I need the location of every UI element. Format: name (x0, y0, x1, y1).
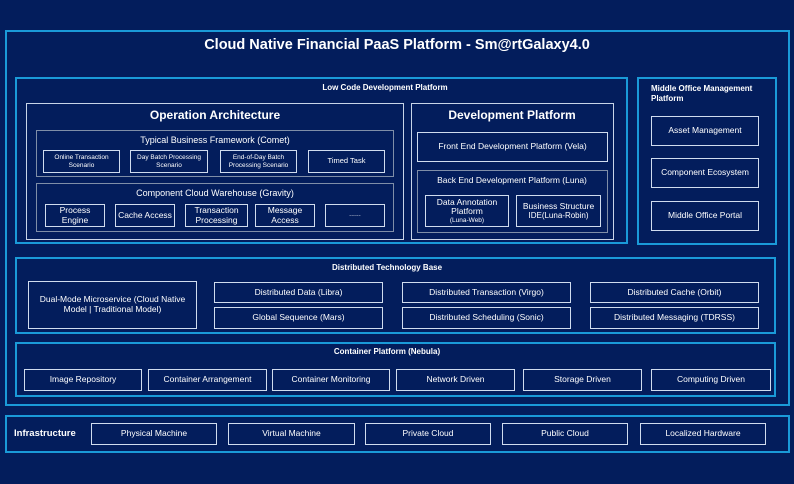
comet-item[interactable]: Online Transaction Scenario (43, 150, 120, 173)
development-title: Development Platform (448, 108, 576, 122)
gravity-item[interactable]: ...... (325, 204, 385, 227)
comet-item[interactable]: Day Batch Processing Scenario (130, 150, 208, 173)
container-item[interactable]: Container Arrangement (148, 369, 267, 391)
infrastructure-layer (5, 415, 790, 453)
gravity-item[interactable]: Cache Access (115, 204, 175, 227)
distributed-item[interactable]: Distributed Cache (Orbit) (590, 282, 759, 303)
luna-item-data-annotation[interactable]: Data Annotation Platform (Luna-Web) (425, 195, 509, 227)
gravity-item[interactable]: Process Engine (45, 204, 105, 227)
platform-frame (5, 30, 790, 406)
gravity-item[interactable]: Message Access (255, 204, 315, 227)
middle-office-platform (637, 77, 777, 245)
infrastructure-label: Infrastructure (14, 428, 76, 439)
infrastructure-item[interactable]: Localized Hardware (640, 423, 766, 445)
luna-item-business-structure[interactable]: Business Structure IDE(Luna-Robin) (516, 195, 601, 227)
infrastructure-item[interactable]: Public Cloud (502, 423, 628, 445)
container-item[interactable]: Computing Driven (651, 369, 771, 391)
container-item[interactable]: Storage Driven (523, 369, 642, 391)
luna-label: Back End Development Platform (Luna) (437, 175, 587, 185)
luna-item-sub: (Luna-Web) (449, 217, 485, 225)
vela-platform[interactable]: Front End Development Platform (Vela) (417, 132, 608, 162)
distributed-item[interactable]: Distributed Messaging (TDRSS) (590, 307, 759, 329)
container-item[interactable]: Image Repository (24, 369, 142, 391)
distributed-technology-base (15, 257, 776, 334)
middle-office-item[interactable]: Asset Management (651, 116, 759, 146)
low-code-platform (15, 77, 628, 244)
infrastructure-item[interactable]: Physical Machine (91, 423, 217, 445)
luna-item-name: Data Annotation Platform (436, 196, 498, 217)
gravity-label: Component Cloud Warehouse (Gravity) (136, 188, 294, 198)
infrastructure-item[interactable]: Virtual Machine (228, 423, 355, 445)
distributed-item[interactable]: Distributed Transaction (Virgo) (402, 282, 571, 303)
container-platform (15, 342, 776, 397)
luna-item-name: Business Structure (522, 200, 595, 211)
gravity-item[interactable]: Transaction Processing (185, 204, 248, 227)
comet-item[interactable]: End-of-Day Batch Processing Scenario (220, 150, 297, 173)
dual-mode-microservice[interactable]: Dual-Mode Microservice (Cloud Native Mod… (28, 281, 197, 329)
container-item[interactable]: Network Driven (396, 369, 515, 391)
comet-item[interactable]: Timed Task (308, 150, 385, 173)
middle-office-title: Middle Office Management Platform (651, 84, 753, 104)
development-platform (411, 103, 614, 240)
distributed-item[interactable]: Distributed Data (Libra) (214, 282, 383, 303)
comet-framework (36, 130, 394, 177)
page-title: Cloud Native Financial PaaS Platform - S… (204, 37, 590, 53)
distributed-item[interactable]: Global Sequence (Mars) (214, 307, 383, 329)
operation-title: Operation Architecture (149, 108, 281, 122)
container-item[interactable]: Container Monitoring (272, 369, 390, 391)
middle-office-item[interactable]: Component Ecosystem (651, 158, 759, 188)
container-label: Container Platform (Nebula) (333, 347, 441, 356)
gravity-warehouse (36, 183, 394, 232)
middle-office-item[interactable]: Middle Office Portal (651, 201, 759, 231)
distributed-label: Distributed Technology Base (331, 263, 443, 272)
luna-item-sub: IDE(Luna-Robin) (528, 211, 589, 221)
infrastructure-item[interactable]: Private Cloud (365, 423, 491, 445)
luna-platform (417, 170, 608, 233)
distributed-item[interactable]: Distributed Scheduling (Sonic) (402, 307, 571, 329)
comet-label: Typical Business Framework (Comet) (140, 135, 290, 145)
operation-architecture (26, 103, 404, 240)
low-code-label: Low Code Development Platform (322, 83, 448, 92)
